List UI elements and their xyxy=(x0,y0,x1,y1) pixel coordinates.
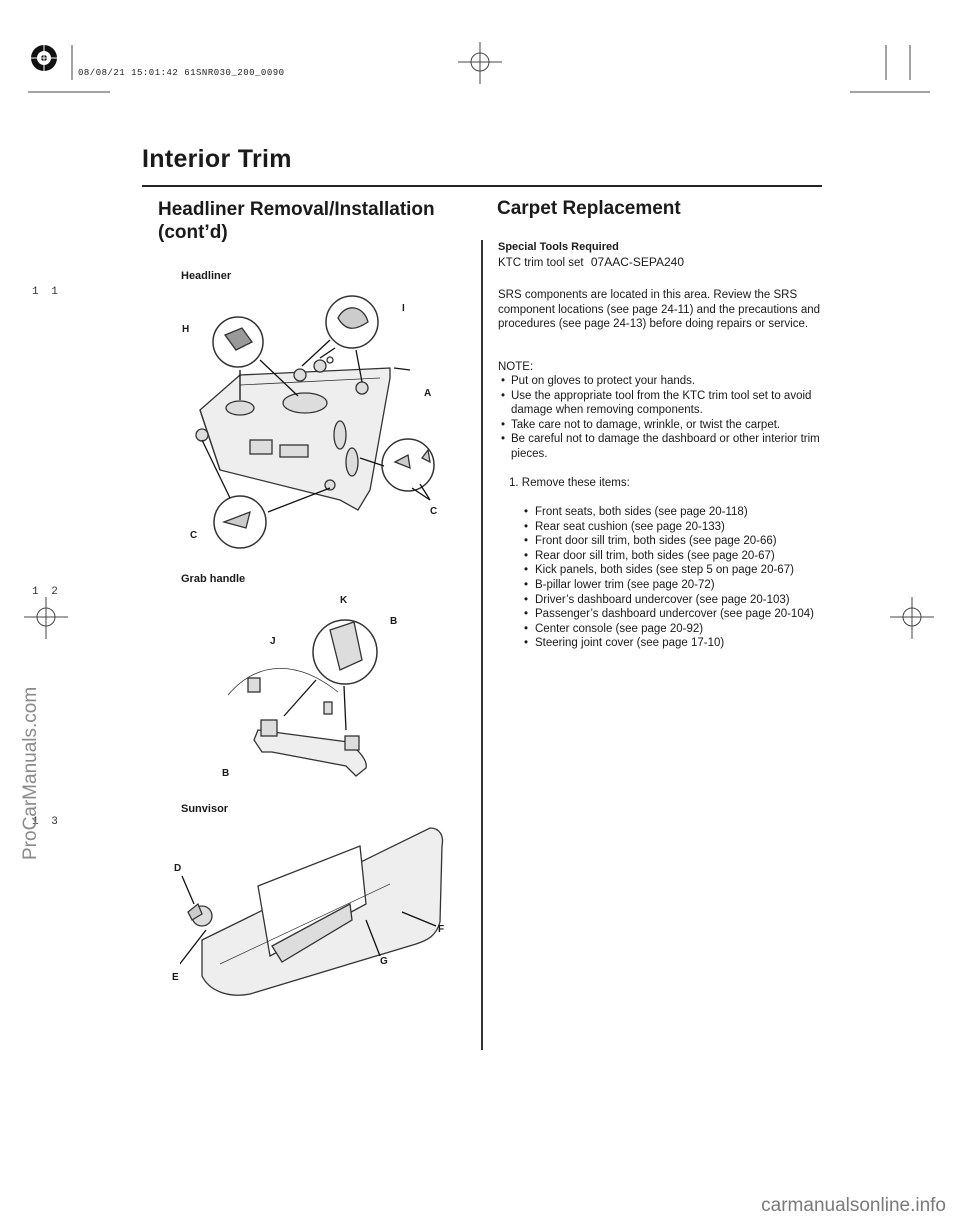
callout-C-right: C xyxy=(430,506,438,517)
callout-K: K xyxy=(340,595,348,606)
callout-B-bottom: B xyxy=(222,768,230,779)
removal-item: Center console (see page 20-92) xyxy=(524,622,824,637)
removal-item: Passenger’s dashboard undercover (see pa… xyxy=(524,607,824,622)
srs-warning-paragraph: SRS components are located in this area.… xyxy=(498,289,821,331)
removal-item: Steering joint cover (see page 17-10) xyxy=(524,636,824,651)
section-heading-carpet: Carpet Replacement xyxy=(497,198,681,219)
removal-item: Rear door sill trim, both sides (see pag… xyxy=(524,549,824,564)
bottom-watermark: carmanualsonline.info xyxy=(761,1195,946,1216)
margin-mark: 1 2 xyxy=(32,586,61,598)
side-watermark: ProCarManuals.com xyxy=(20,686,41,860)
callout-E: E xyxy=(172,972,179,983)
tools-heading: Special Tools Required xyxy=(498,241,619,253)
print-stamp: 08/08/21 15:01:42 61SNR030_200_0090 xyxy=(78,68,285,78)
tools-name: KTC trim tool set xyxy=(498,257,584,269)
title-rule xyxy=(142,185,822,187)
section-heading-line1: Headliner Removal/Installation xyxy=(158,199,435,220)
figure-label-grab-handle: Grab handle xyxy=(181,573,246,585)
grab-handle-illustration xyxy=(228,619,378,777)
note-item: Take care not to damage, wrinkle, or twi… xyxy=(498,418,828,433)
column-divider xyxy=(481,240,483,1050)
note-list: Put on gloves to protect your hands. Use… xyxy=(498,374,828,462)
removal-item: Front door sill trim, both sides (see pa… xyxy=(524,534,824,549)
figure-label-headliner: Headliner xyxy=(181,270,232,282)
callout-F: F xyxy=(438,924,445,935)
callout-D: D xyxy=(174,863,182,874)
note-item: Put on gloves to protect your hands. xyxy=(498,374,828,389)
tools-part-number: 07AAC-SEPA240 xyxy=(590,255,685,269)
page-title: Interior Trim xyxy=(142,145,292,173)
removal-item: Kick panels, both sides (see step 5 on p… xyxy=(524,563,824,578)
step-1-items: Front seats, both sides (see page 20-118… xyxy=(524,505,824,651)
removal-item: Rear seat cushion (see page 20-133) xyxy=(524,520,824,535)
callout-B-top: B xyxy=(390,616,398,627)
callout-I: I xyxy=(402,303,405,314)
callout-C-left: C xyxy=(190,530,198,541)
tools-text: KTC trim tool set 07AAC-SEPA240 xyxy=(498,255,684,271)
registration-target-icon xyxy=(26,40,62,76)
section-heading-headliner: Headliner Removal/Installation (cont’d) xyxy=(158,198,458,244)
margin-mark: 1 1 xyxy=(32,286,61,298)
removal-item: B-pillar lower trim (see page 20-72) xyxy=(524,578,824,593)
sunvisor-illustration xyxy=(180,827,444,996)
headliner-illustration xyxy=(195,295,435,549)
note-item: Use the appropriate tool from the KTC tr… xyxy=(498,389,828,418)
margin-mark: 1 3 xyxy=(32,816,61,828)
callout-G: G xyxy=(380,956,388,967)
callout-H: H xyxy=(182,324,190,335)
note-item: Be careful not to damage the dashboard o… xyxy=(498,432,828,461)
figure-label-sunvisor: Sunvisor xyxy=(181,803,229,815)
step-1: 1. Remove these items: xyxy=(509,477,630,489)
callout-J: J xyxy=(270,636,276,647)
section-heading-line2: (cont’d) xyxy=(158,222,228,243)
removal-item: Front seats, both sides (see page 20-118… xyxy=(524,505,824,520)
removal-item: Driver’s dashboard undercover (see page … xyxy=(524,593,824,608)
note-heading: NOTE: xyxy=(498,361,534,373)
callout-A: A xyxy=(424,388,432,399)
